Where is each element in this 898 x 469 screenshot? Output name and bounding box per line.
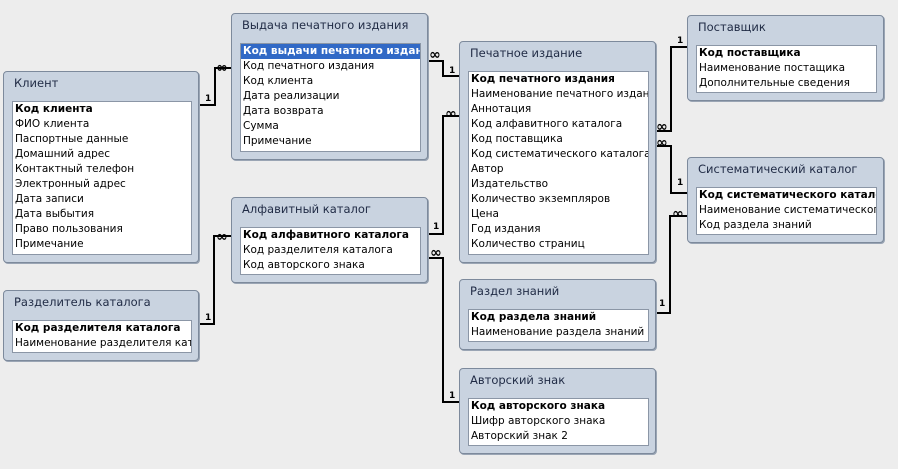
field-row[interactable]: Дата записи <box>15 193 84 205</box>
field-row[interactable]: Паспортные данные <box>15 133 129 145</box>
one-marker: 1 <box>659 299 666 309</box>
field-row[interactable]: Количество страниц <box>471 238 585 250</box>
primary-key-field[interactable]: Код алфавитного каталога <box>243 229 409 241</box>
field-row[interactable]: Издательство <box>471 178 549 190</box>
field-row[interactable]: Наименование раздела знаний <box>471 326 645 338</box>
table-title: Раздел знаний <box>470 284 560 298</box>
table-alphabetic[interactable]: Алфавитный каталог Код алфавитного катал… <box>231 197 428 283</box>
field-row[interactable]: Авторский знак 2 <box>471 430 568 442</box>
field-row[interactable]: Автор <box>471 163 504 175</box>
table-title: Клиент <box>14 76 59 90</box>
many-marker: ∞ <box>216 60 228 76</box>
field-row[interactable]: Дата возврата <box>243 105 324 117</box>
rel-alphabetic-author <box>427 257 459 403</box>
primary-key-field[interactable]: Код выдачи печатного издания <box>241 44 420 59</box>
one-marker: 1 <box>205 94 212 104</box>
rel-client-issue <box>198 67 231 106</box>
field-row[interactable]: Шифр авторского знака <box>471 415 606 427</box>
many-marker: ∞ <box>672 206 684 222</box>
rel-printed-systematic <box>655 145 687 194</box>
table-issue[interactable]: Выдача печатного издания Код выдачи печа… <box>231 13 428 160</box>
field-row[interactable]: Год издания <box>471 223 541 235</box>
field-row[interactable]: Домашний адрес <box>15 148 111 160</box>
table-title: Разделитель каталога <box>14 295 151 309</box>
field-row[interactable]: Код раздела знаний <box>699 219 812 231</box>
field-row[interactable]: Примечание <box>243 135 312 147</box>
primary-key-field[interactable]: Код разделителя каталога <box>15 322 181 334</box>
rel-separator-alphabetic <box>198 235 231 325</box>
many-marker: ∞ <box>656 119 668 135</box>
rel-issue-printed <box>427 60 459 77</box>
field-row[interactable]: Аннотация <box>471 103 532 115</box>
primary-key-field[interactable]: Код печатного издания <box>471 73 615 85</box>
field-row[interactable]: Наименование разделителя каталога <box>15 337 191 349</box>
rel-printed-supplier <box>655 46 687 132</box>
table-title: Выдача печатного издания <box>242 18 409 32</box>
field-row[interactable]: Дополнительные сведения <box>699 77 850 89</box>
field-row[interactable]: Наименование постащика <box>699 62 846 74</box>
field-row[interactable]: Наименование печатного издания <box>471 88 648 100</box>
table-title: Авторский знак <box>470 373 566 387</box>
primary-key-field[interactable]: Код систематического каталога <box>699 189 876 201</box>
table-title: Поставщик <box>698 20 766 34</box>
one-marker: 1 <box>205 313 212 323</box>
many-marker: ∞ <box>216 229 228 245</box>
primary-key-field[interactable]: Код поставщика <box>699 47 801 59</box>
rel-alphabetic-printed <box>427 115 459 235</box>
table-title: Алфавитный каталог <box>242 202 371 216</box>
table-title: Печатное издание <box>470 46 583 60</box>
one-marker: 1 <box>449 391 456 401</box>
field-row[interactable]: Код поставщика <box>471 133 563 145</box>
many-marker: ∞ <box>656 135 668 151</box>
field-row[interactable]: Код систематического каталога <box>471 148 648 160</box>
field-row[interactable]: Код клиента <box>243 75 314 87</box>
many-marker: ∞ <box>445 106 457 122</box>
field-row[interactable]: Сумма <box>243 120 279 132</box>
field-row[interactable]: Наименование систематического к <box>699 204 876 216</box>
primary-key-field[interactable]: Код авторского знака <box>471 400 606 412</box>
field-row[interactable]: Количество экземпляров <box>471 193 611 205</box>
field-row[interactable]: Электронный адрес <box>15 178 126 190</box>
field-row[interactable]: Дата выбытия <box>15 208 95 220</box>
field-row[interactable]: Право пользования <box>15 223 123 235</box>
primary-key-field[interactable]: Код раздела знаний <box>471 311 597 323</box>
many-marker: ∞ <box>430 245 442 261</box>
field-row[interactable]: Цена <box>471 208 499 220</box>
table-separator[interactable]: Разделитель каталога Код разделителя кат… <box>3 290 199 361</box>
one-marker: 1 <box>677 178 684 188</box>
primary-key-field[interactable]: Код клиента <box>15 103 93 115</box>
field-row[interactable]: Дата реализации <box>243 90 340 102</box>
field-row[interactable]: ФИО клиента <box>15 118 90 130</box>
one-marker: 1 <box>433 222 440 232</box>
field-row[interactable]: Код печатного издания <box>243 60 375 72</box>
table-title: Систематический каталог <box>698 162 858 176</box>
many-marker: ∞ <box>429 47 441 63</box>
field-row[interactable]: Контактный телефон <box>15 163 135 175</box>
field-row[interactable]: Код разделителя каталога <box>243 244 393 256</box>
field-row[interactable]: Примечание <box>15 238 84 250</box>
field-row[interactable]: Код авторского знака <box>243 259 365 271</box>
rel-knowledge-systematic <box>655 215 687 314</box>
one-marker: 1 <box>677 36 684 46</box>
one-marker: 1 <box>449 66 456 76</box>
table-systematic[interactable]: Систематический каталог Код систематичес… <box>687 157 884 243</box>
field-row[interactable]: Код алфавитного каталога <box>471 118 623 130</box>
